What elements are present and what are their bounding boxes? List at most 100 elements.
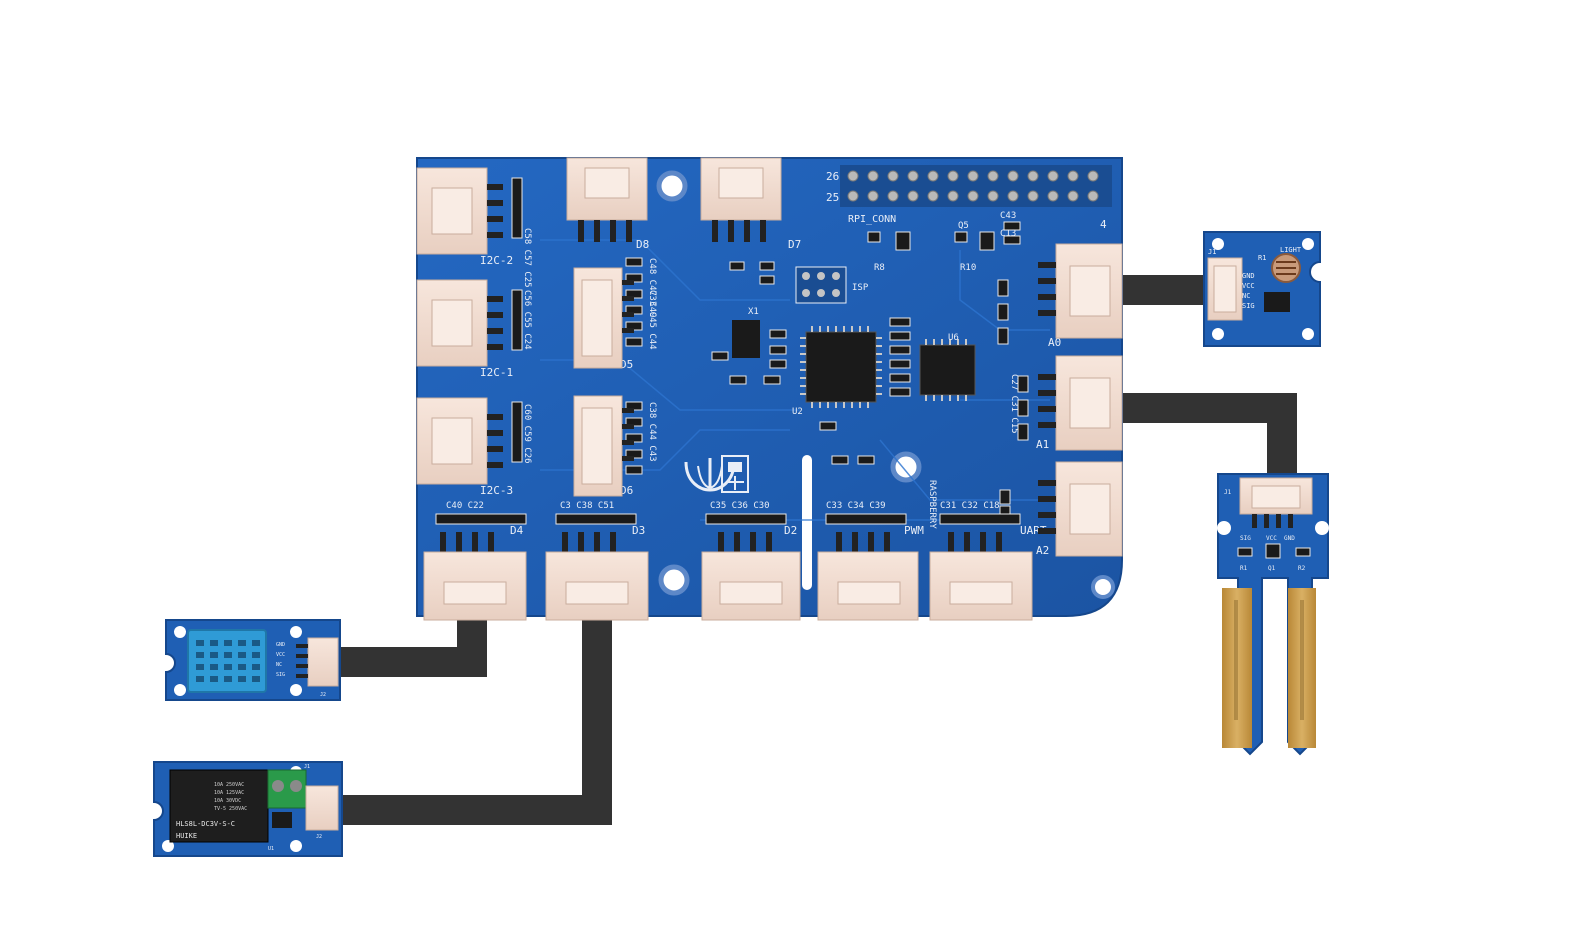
moisture-part: SIG	[1240, 535, 1251, 542]
designator-text: C38 C44 C43	[647, 402, 657, 462]
designator-text: Q5	[958, 221, 969, 231]
header-conn-label: RPI_CONN	[848, 214, 896, 225]
light-sensor-pin: SIG	[1242, 302, 1255, 310]
relay-model: HLS8L-DC3V-S-C	[176, 820, 235, 828]
moisture-sensor-module: J1 R1 Q1 R2 VCC GND SIG	[1217, 473, 1329, 756]
grove-port-i2c-1	[416, 279, 503, 367]
relay-module: HUIKE HLS8L-DC3V-S-C 10A 250VAC 10A 125V…	[153, 761, 343, 857]
crystal-label: X1	[748, 307, 759, 317]
port-label-pwm: PWM	[904, 524, 924, 537]
light-sensor-pin: GND	[1242, 272, 1255, 280]
mount-hole	[890, 451, 922, 483]
port-label-d8: D8	[636, 238, 649, 251]
grove-port-d7	[700, 157, 782, 242]
port-label-d5: D5	[620, 358, 633, 371]
grove-connectors	[416, 157, 1123, 621]
grove-port-a0	[1038, 243, 1123, 339]
designator-text: C43	[1000, 211, 1016, 221]
port-label-i2c-2: I2C-2	[480, 254, 513, 267]
port-label-a2: A2	[1036, 544, 1049, 557]
grove-port-d5	[573, 267, 634, 369]
moisture-part: R1	[1240, 565, 1248, 572]
designator-text: C31 C32 C18	[940, 501, 1000, 511]
isp-label: ISP	[852, 283, 869, 293]
cable-moisture-sensor	[1112, 393, 1297, 490]
relay-u1: U1	[268, 846, 274, 852]
moisture-j: J1	[1224, 489, 1232, 496]
light-sensor-title: LIGHT	[1280, 246, 1302, 254]
designator-text: C13	[1000, 229, 1016, 239]
relay-j2: J2	[316, 834, 322, 840]
designator-text: C33 C34 C39	[826, 501, 886, 511]
mount-hole	[658, 564, 690, 596]
grove-port-d6	[573, 395, 634, 497]
designator-text: RASPBERRY	[927, 480, 937, 529]
port-label-a1: A1	[1036, 438, 1049, 451]
port-label-a0: A0	[1048, 336, 1061, 349]
designator-text: C35 C36 C30	[710, 501, 770, 511]
port-label-d6: D6	[620, 484, 633, 497]
designator-text: C56 C55 C24	[522, 290, 532, 350]
dht-sensor-body	[187, 629, 267, 693]
cables	[330, 275, 1297, 825]
port-label-d4: D4	[510, 524, 524, 537]
grove-port-a1	[1038, 355, 1123, 451]
designator-text: R8	[874, 263, 885, 273]
designator-text: C27 C31 C15	[1009, 374, 1019, 434]
dht-pin: SIG	[276, 672, 285, 678]
relay-rating: 10A 30VDC	[214, 798, 241, 804]
grove-port-d4	[423, 532, 527, 621]
cable-relay	[330, 612, 612, 825]
relay-j1: J1	[304, 764, 310, 770]
header-pin-label-top: 26	[826, 170, 839, 183]
adc-chip: U6	[919, 333, 976, 401]
grove-port-a2	[1038, 461, 1123, 557]
port-label-d2: D2	[784, 524, 797, 537]
designator-text: C3 C38 C51	[560, 501, 614, 511]
moisture-part: Q1	[1268, 565, 1276, 572]
designator-text: R10	[960, 263, 976, 273]
moisture-part: VCC	[1266, 535, 1277, 542]
grove-port-pwm	[817, 532, 919, 621]
temp-humidity-sensor-module: J2 GND VCC NC SIG	[165, 619, 341, 701]
designator-text: C40 C22	[446, 501, 484, 511]
relay-brand: HUIKE	[176, 832, 197, 840]
dht-pin: GND	[276, 642, 285, 648]
base-hat-board: 26 25 RPI_CONN 4 ISP U2	[416, 157, 1123, 621]
grove-port-d8	[566, 157, 648, 242]
relay-rating: TV-5 250VAC	[214, 806, 247, 812]
dht-pin: NC	[276, 662, 282, 668]
grove-port-i2c-2	[416, 167, 503, 255]
relay-body	[169, 769, 269, 843]
grove-port-uart	[929, 532, 1033, 621]
port-label-d7: D7	[788, 238, 801, 251]
grove-robot-logo	[721, 455, 749, 493]
designator-text: C33 C45 C44	[647, 290, 657, 350]
light-sensor-j: J1	[1208, 248, 1216, 256]
dht-pin: VCC	[276, 652, 285, 658]
mcu-chip: U2	[792, 326, 882, 417]
dht-j: J2	[320, 692, 326, 698]
designator-text: C48 C47 C49	[647, 258, 657, 318]
designator-text: C60 C59 C26	[522, 404, 532, 464]
light-sensor-pin: VCC	[1242, 282, 1255, 290]
mcu-label: U2	[792, 407, 803, 417]
port-label-i2c-1: I2C-1	[480, 366, 513, 379]
port-label-i2c-3: I2C-3	[480, 484, 513, 497]
grove-port-d2	[701, 532, 801, 621]
grove-port-i2c-3	[416, 397, 503, 485]
mount-hole	[1091, 575, 1115, 599]
grove-port-d3	[545, 532, 649, 621]
relay-rating: 10A 125VAC	[214, 790, 244, 796]
pcb-slot	[802, 455, 812, 590]
adc-label: U6	[948, 333, 959, 343]
right-top-label: 4	[1100, 218, 1107, 231]
gpio-header: 26 25 RPI_CONN	[826, 165, 1112, 225]
designator-text: C58 C57 C25	[522, 228, 532, 288]
moisture-part: R2	[1298, 565, 1306, 572]
crystal: X1	[732, 307, 760, 358]
relay-rating: 10A 250VAC	[214, 782, 244, 788]
header-pin-label-bottom: 25	[826, 191, 839, 204]
isp-header: ISP	[795, 266, 869, 304]
